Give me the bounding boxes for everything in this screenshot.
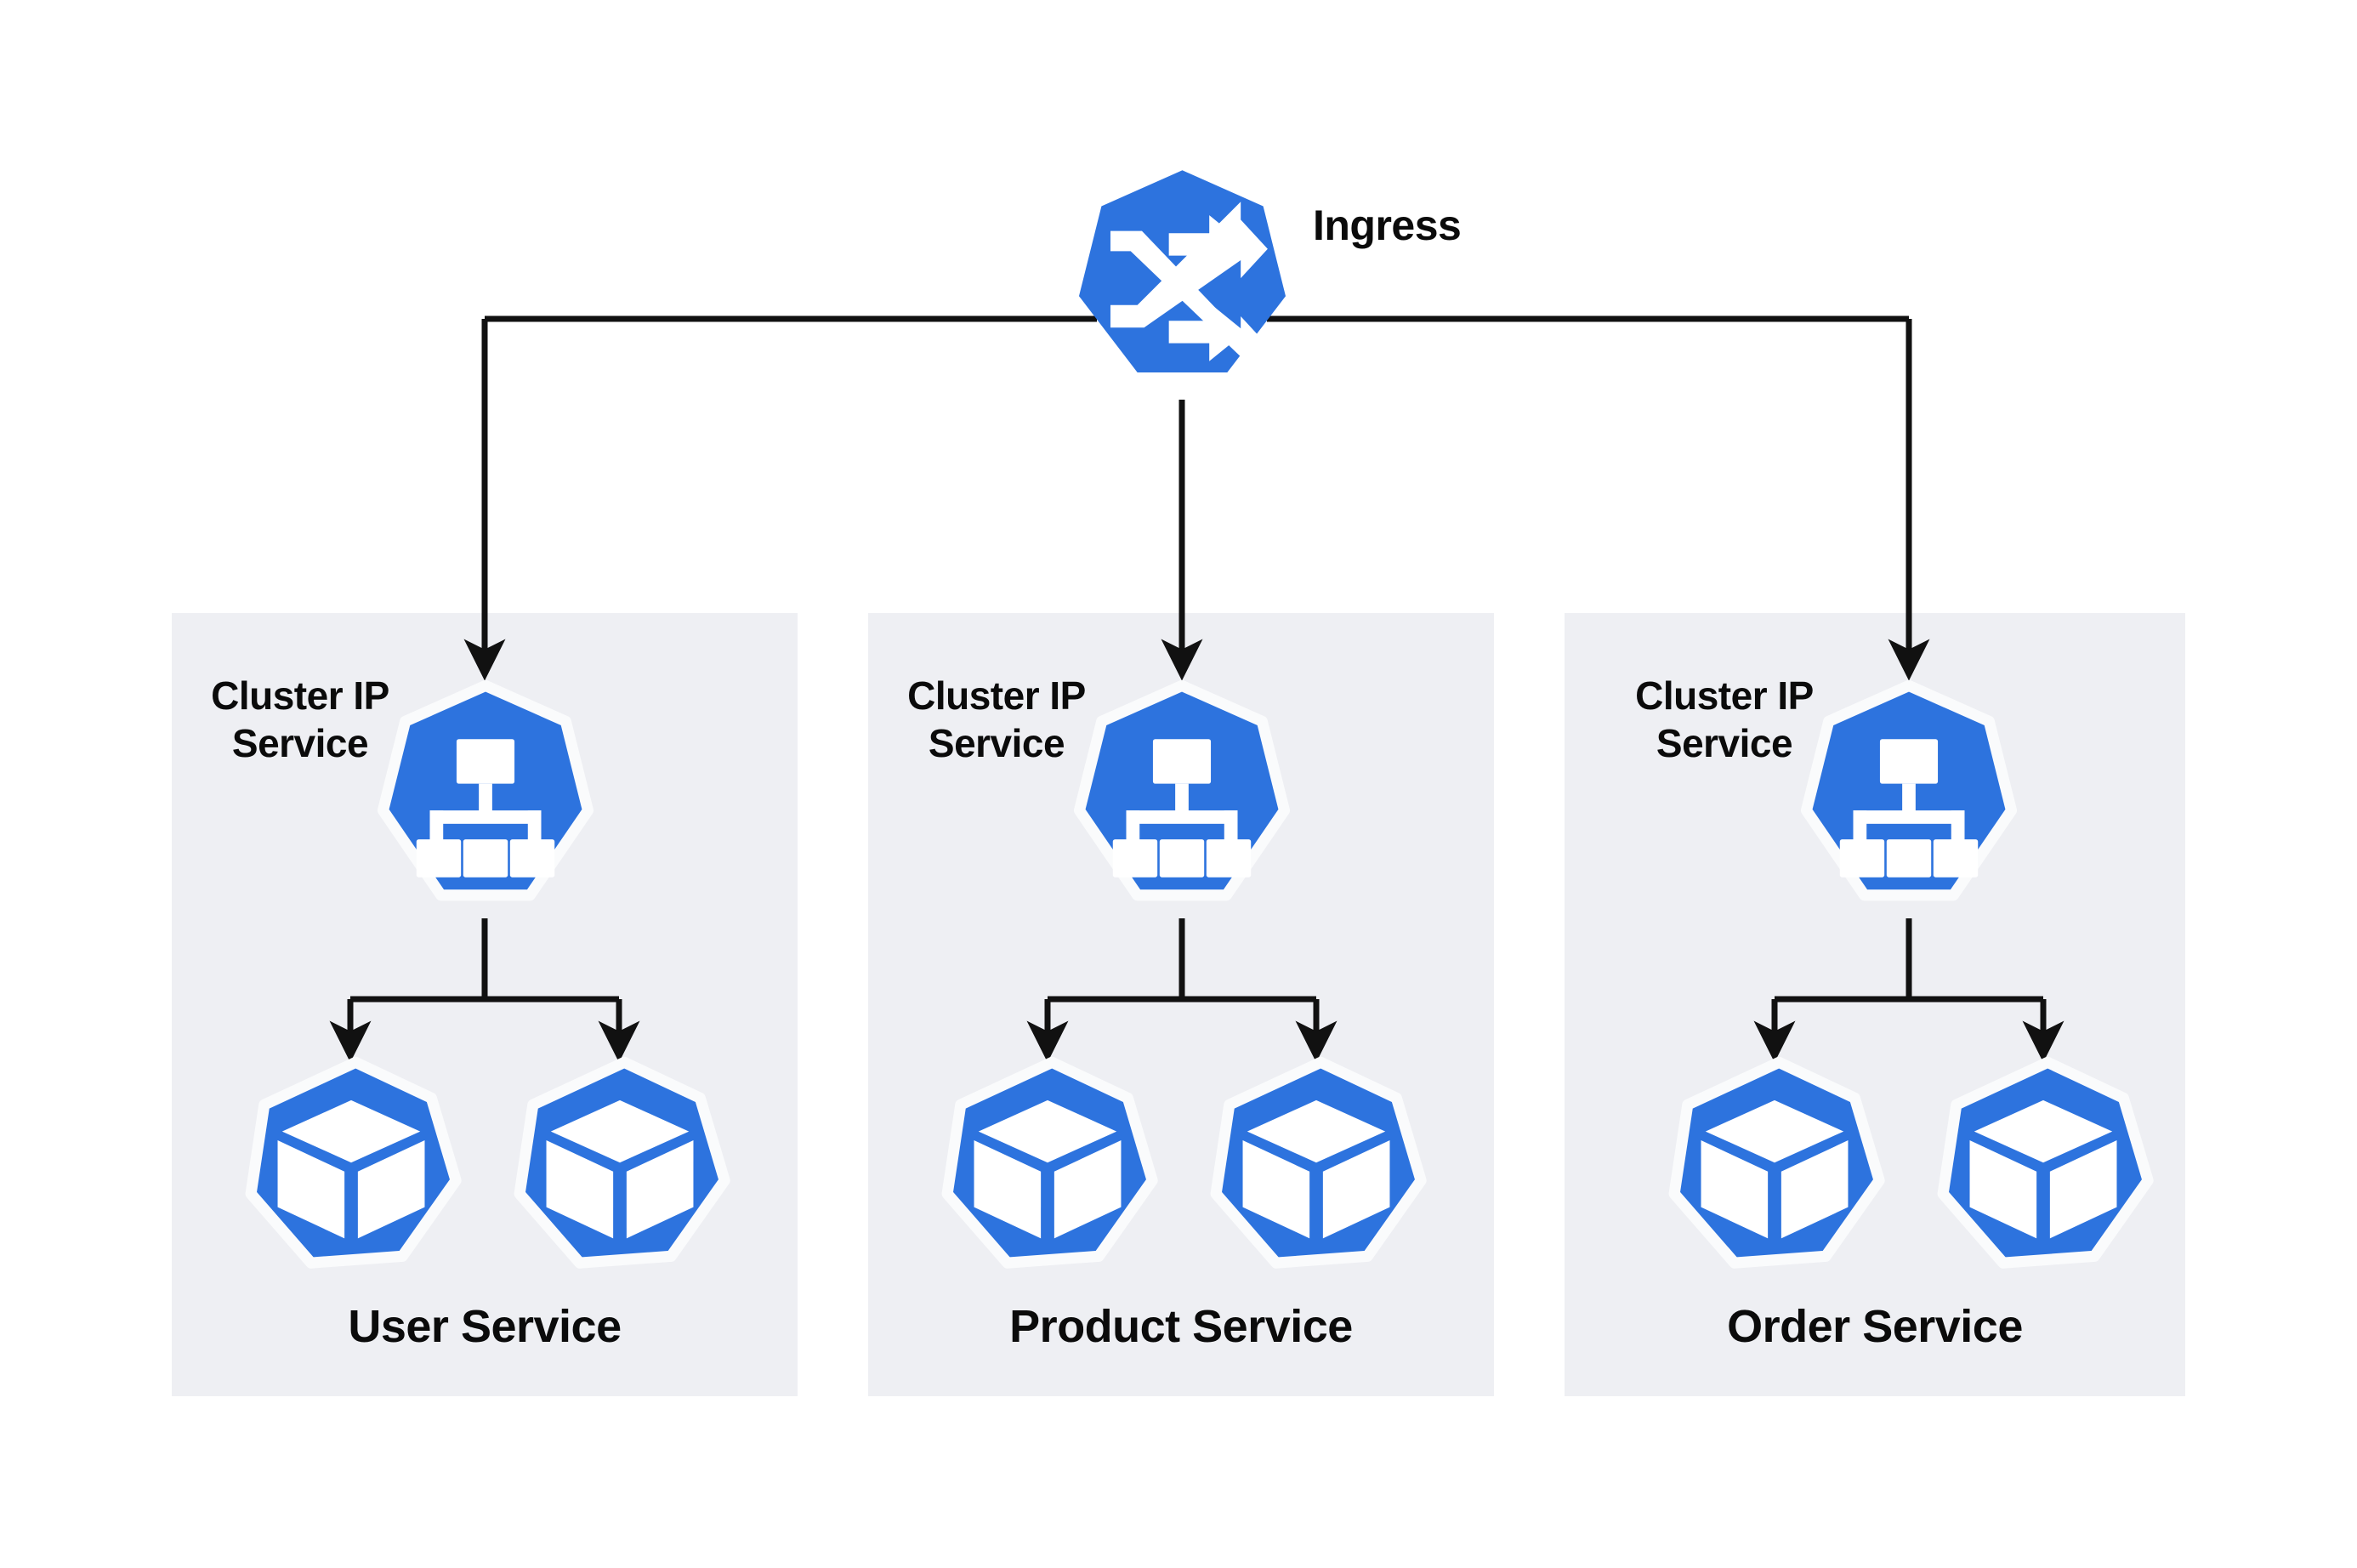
cluster-ip-node-order[interactable] [1798,680,2020,918]
service-name-product: Product Service [1009,1301,1353,1352]
service-name-user: User Service [348,1301,622,1352]
pod-cube-icon [1210,1056,1427,1269]
pod-cube-icon [245,1056,462,1269]
cluster-ip-label-line1: Cluster IP [1635,673,1814,718]
pod-node-product-1[interactable] [936,1054,1159,1280]
cluster-ip-hierarchy-icon [1800,680,2018,901]
cluster-ip-node-user[interactable] [374,680,597,918]
cluster-ip-label-line2: Service [1656,721,1793,766]
cluster-ip-label-line1: Cluster IP [211,673,389,718]
ingress-shuffle-arrows-icon [1078,170,1286,375]
pod-cube-icon [941,1056,1158,1269]
cluster-ip-label-line2: Service [231,721,369,766]
cluster-ip-node-product[interactable] [1071,680,1293,918]
pod-node-order-1[interactable] [1663,1054,1886,1280]
cluster-ip-hierarchy-icon [377,680,594,901]
pod-cube-icon [1937,1056,2154,1269]
pod-cube-icon [514,1056,730,1269]
ingress-node[interactable] [1070,166,1295,404]
pod-node-user-1[interactable] [240,1054,463,1280]
pod-node-user-2[interactable] [508,1054,731,1280]
pod-cube-icon [1668,1056,1885,1269]
service-name-order: Order Service [1727,1301,2023,1352]
cluster-ip-hierarchy-icon [1073,680,1291,901]
pod-node-order-2[interactable] [1932,1054,2155,1280]
cluster-ip-label-line1: Cluster IP [907,673,1086,718]
cluster-ip-label-line2: Service [928,721,1065,766]
pod-node-product-2[interactable] [1205,1054,1428,1280]
ingress-label: Ingress [1313,202,1462,249]
